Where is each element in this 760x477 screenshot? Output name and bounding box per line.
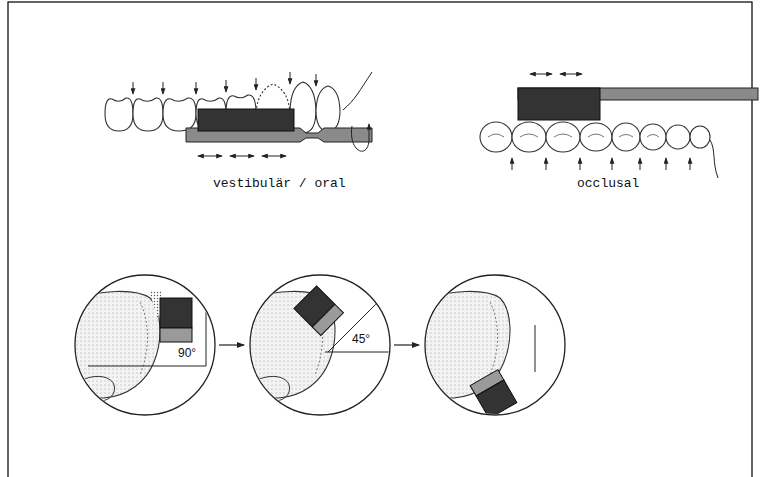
detail-step-3 xyxy=(476,380,517,419)
tooth-row-occlusal xyxy=(512,122,546,152)
contact-marker xyxy=(690,158,691,170)
contact-marker xyxy=(512,158,690,170)
frame xyxy=(8,2,752,477)
contact-marker xyxy=(226,80,227,92)
polishing-strip xyxy=(518,88,758,120)
polishing-strip xyxy=(198,109,294,131)
tooth-row-occlusal xyxy=(690,126,710,148)
loop-arrow xyxy=(351,124,369,151)
tooth-row-lateral xyxy=(163,98,196,131)
contact-marker xyxy=(163,82,164,94)
detail-step-3 xyxy=(490,302,498,375)
detail-step-3 xyxy=(420,291,510,398)
motion-arrow xyxy=(198,156,286,157)
thread xyxy=(343,72,372,110)
detail-step-1 xyxy=(70,291,160,398)
contact-marker xyxy=(133,82,134,94)
thread xyxy=(710,140,718,178)
detail-step-1 xyxy=(160,328,192,342)
detail-step-1 xyxy=(160,298,192,328)
tooth-groove xyxy=(619,135,633,138)
tooth-groove xyxy=(588,134,604,137)
tooth-groove xyxy=(647,135,659,138)
detail-step-2 xyxy=(312,304,343,335)
tooth-row-lateral xyxy=(133,98,163,131)
contact-marker xyxy=(546,158,547,170)
contact-marker xyxy=(196,82,197,94)
motion-arrow xyxy=(262,156,286,157)
detail-step-2 xyxy=(294,286,343,335)
tooth-groove xyxy=(488,134,659,137)
contact-marker xyxy=(666,158,667,170)
motion-arrow xyxy=(530,74,552,75)
polishing-strip xyxy=(186,109,372,142)
tooth-row-occlusal xyxy=(546,122,580,152)
tooth-row-lateral xyxy=(316,86,340,131)
tooth-row-occlusal xyxy=(612,123,640,151)
detail-step-2 xyxy=(257,376,290,401)
detail-step-1 xyxy=(88,366,206,367)
angle-label: 45° xyxy=(352,333,370,347)
contact-marker xyxy=(640,158,641,170)
detail-step-1 xyxy=(70,290,206,401)
contact-marker xyxy=(133,72,316,94)
motion-arrow xyxy=(530,74,582,75)
detail-step-2 xyxy=(325,352,392,353)
motion-arrow xyxy=(198,156,222,157)
motion-arrow xyxy=(230,156,254,157)
polishing-strip xyxy=(518,88,600,120)
view-label: occlusal xyxy=(577,177,639,192)
detail-step-1 xyxy=(82,376,115,401)
tooth-row-occlusal xyxy=(480,122,710,152)
tooth-row-occlusal xyxy=(640,124,666,150)
tooth-row-occlusal xyxy=(480,122,512,152)
contact-marker xyxy=(580,158,581,170)
contact-marker xyxy=(612,158,613,170)
detail-step-3 xyxy=(420,291,535,418)
tooth-row-occlusal xyxy=(580,123,612,151)
detail-step-1 xyxy=(206,292,207,366)
motion-arrow xyxy=(560,74,582,75)
view-label: vestibulär / oral xyxy=(213,177,346,192)
tooth-groove xyxy=(520,134,538,137)
detail-step-1 xyxy=(140,302,148,375)
detail-step-3 xyxy=(535,325,536,372)
tooth-row-lateral xyxy=(105,98,133,131)
contact-marker xyxy=(290,72,291,84)
detail-step-2 xyxy=(245,286,392,401)
tooth-groove xyxy=(488,134,504,137)
contact-marker xyxy=(256,78,257,90)
tooth-groove xyxy=(554,134,572,137)
contact-marker xyxy=(316,74,317,86)
step-arrow xyxy=(394,344,419,345)
tooth-row-lateral xyxy=(105,82,340,135)
contact-marker xyxy=(512,158,513,170)
detail-step-2 xyxy=(328,302,378,352)
detail-step-3 xyxy=(470,370,517,419)
tooth-row-occlusal xyxy=(666,125,690,149)
detail-step-3 xyxy=(420,291,510,398)
angle-label: 90° xyxy=(178,347,196,361)
step-arrow xyxy=(219,344,244,345)
